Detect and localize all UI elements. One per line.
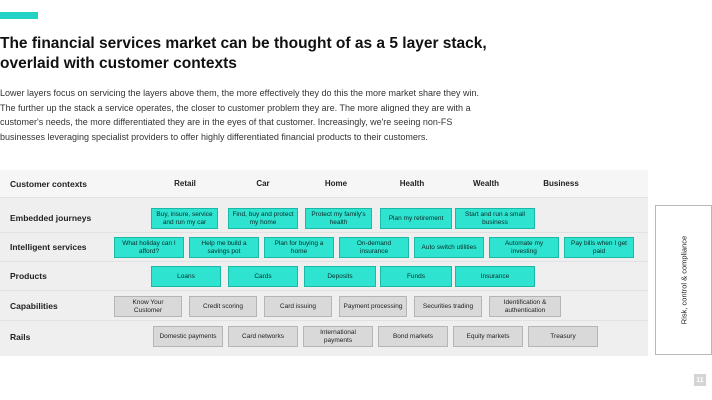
layer-cell[interactable]: Pay bills when I get paid — [564, 237, 634, 258]
body-line: The further up the stack a service opera… — [0, 102, 471, 113]
layer-rails: Rails Domestic payments Card networks In… — [0, 322, 648, 351]
context-car: Car — [256, 179, 270, 188]
layer-cell[interactable]: Auto switch utilities — [414, 237, 484, 258]
page-title: The financial services market can be tho… — [0, 34, 600, 74]
layer-cell[interactable]: Protect my family's health — [305, 208, 372, 229]
layer-cell[interactable]: Deposits — [304, 266, 376, 287]
title-line: The financial services market can be tho… — [0, 35, 487, 52]
layer-cell[interactable]: Plan for buying a home — [264, 237, 334, 258]
layer-cell[interactable]: Securities trading — [414, 296, 482, 317]
customer-contexts-header: Customer contexts Retail Car Home Health… — [0, 170, 648, 198]
context-home: Home — [324, 179, 348, 188]
layer-cell[interactable]: Card networks — [228, 326, 298, 347]
layer-cell[interactable]: Card issuing — [264, 296, 332, 317]
risk-control-compliance-panel: Risk, control & compliance — [655, 205, 712, 355]
layer-cell[interactable]: Find, buy and protect my home — [228, 208, 298, 229]
layer-intelligent-services: Intelligent services What holiday can I … — [0, 233, 648, 262]
layer-cell[interactable]: Insurance — [455, 266, 535, 287]
customer-contexts-label: Customer contexts — [10, 178, 87, 189]
layer-cell[interactable]: Credit scoring — [189, 296, 257, 317]
layer-cell[interactable]: Treasury — [528, 326, 598, 347]
layer-label: Intelligent services — [10, 242, 87, 252]
layer-cell[interactable]: International payments — [303, 326, 373, 347]
layer-stack-diagram: Customer contexts Retail Car Home Health… — [0, 170, 648, 356]
context-business: Business — [543, 179, 579, 188]
layer-cell[interactable]: Buy, insure, service and run my car — [151, 208, 218, 229]
context-wealth: Wealth — [472, 179, 500, 188]
layer-cell[interactable]: Bond markets — [378, 326, 448, 347]
body-line: Lower layers focus on servicing the laye… — [0, 88, 480, 98]
layer-cell[interactable]: Start and run a small business — [455, 208, 535, 229]
layer-cell[interactable]: Payment processing — [339, 296, 407, 317]
layer-cell[interactable]: Domestic payments — [153, 326, 223, 347]
layer-embedded-journeys: Embedded journeys Buy, insure, service a… — [0, 204, 648, 233]
layer-label: Embedded journeys — [10, 213, 92, 223]
title-line: overlaid with customer contexts — [0, 55, 237, 72]
accent-bar — [0, 12, 38, 19]
page-number: 11 — [694, 374, 706, 386]
layer-cell[interactable]: Cards — [228, 266, 298, 287]
body-line: customer's needs, the more differentiate… — [0, 117, 453, 127]
side-label: Risk, control & compliance — [679, 235, 688, 325]
layer-cell[interactable]: Identification & authentication — [489, 296, 561, 317]
layer-cell[interactable]: Plan my retirement — [380, 208, 452, 229]
layer-cell[interactable]: What holiday can I afford? — [114, 237, 184, 258]
layer-products: Products Loans Cards Deposits Funds Insu… — [0, 262, 648, 291]
layer-cell[interactable]: On-demand insurance — [339, 237, 409, 258]
layer-label: Products — [10, 271, 47, 281]
layer-label: Capabilities — [10, 301, 58, 311]
intro-paragraph: Lower layers focus on servicing the laye… — [0, 86, 560, 144]
layer-cell[interactable]: Know Your Customer — [114, 296, 182, 317]
layer-cell[interactable]: Help me build a savings pot — [189, 237, 259, 258]
layer-capabilities: Capabilities Know Your Customer Credit s… — [0, 292, 648, 321]
context-health: Health — [399, 179, 425, 188]
layer-cell[interactable]: Loans — [151, 266, 221, 287]
layer-label: Rails — [10, 331, 31, 342]
layer-cell[interactable]: Equity markets — [453, 326, 523, 347]
context-retail: Retail — [174, 179, 196, 188]
layer-cell[interactable]: Funds — [380, 266, 452, 287]
layer-cell[interactable]: Automate my investing — [489, 237, 559, 258]
body-line: businesses leveraging specialist provide… — [0, 131, 428, 142]
